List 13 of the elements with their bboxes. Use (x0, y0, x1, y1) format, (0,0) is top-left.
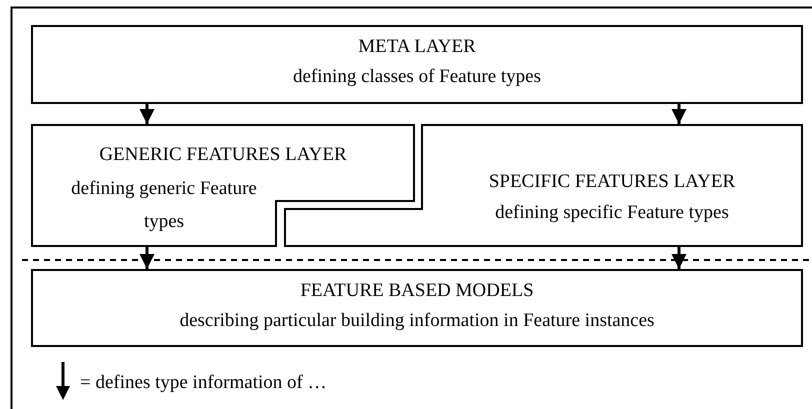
layer-description: defining generic Feature types (70, 177, 258, 234)
layer-heading: FEATURE BASED MODELS (299, 279, 535, 303)
layer-heading: META LAYER (357, 35, 477, 59)
layer-description: describing particular building information in Feature instances (178, 309, 656, 333)
layer-heading: SPECIFIC FEATURES LAYER (488, 170, 736, 194)
arrow (672, 104, 686, 124)
arrow (140, 247, 154, 269)
arrow (140, 104, 154, 124)
legend-text: = defines type information of … (80, 372, 327, 394)
layer-description: defining specific Feature types (494, 201, 730, 225)
layer-description: defining classes of Feature types (292, 65, 542, 89)
arrow (672, 247, 686, 269)
layer-heading: GENERIC FEATURES LAYER (98, 143, 348, 167)
